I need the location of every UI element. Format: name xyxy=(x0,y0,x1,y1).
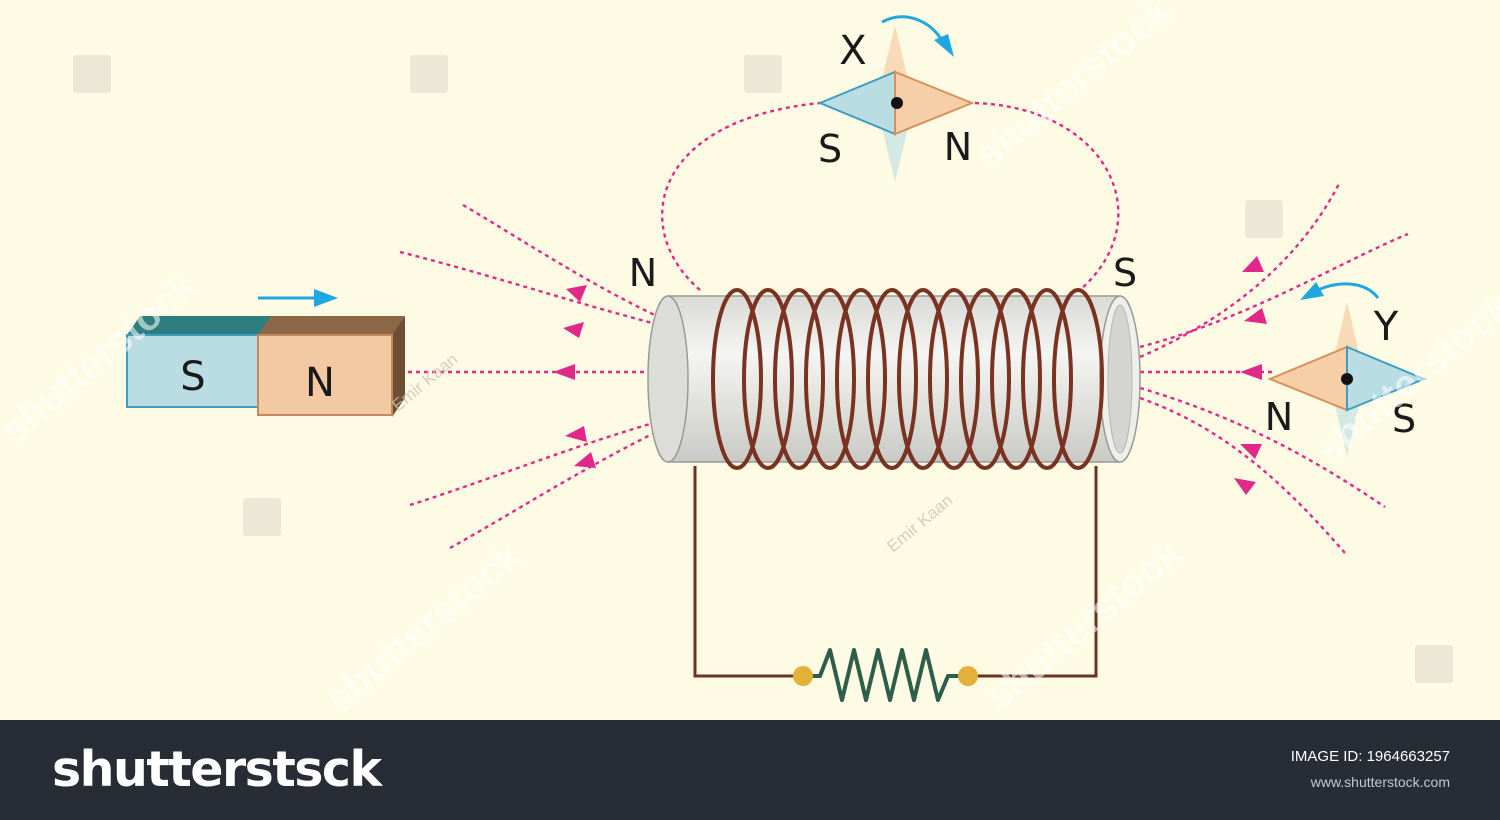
site-url[interactable]: www.shutterstock.com xyxy=(1310,774,1450,790)
field-line xyxy=(974,101,1120,291)
field-line xyxy=(462,203,761,359)
terminal-icon xyxy=(958,666,978,686)
field-line xyxy=(1139,181,1342,359)
compass-x-north-label: N xyxy=(944,125,972,169)
watermark-brand: shutterstock xyxy=(978,530,1191,718)
solenoid: N S xyxy=(629,251,1141,470)
rotation-arrow-icon xyxy=(881,15,945,43)
compass-y-north-label: N xyxy=(1265,395,1293,439)
compass-x-south-label: S xyxy=(818,127,842,171)
field-line xyxy=(1139,386,1386,508)
field-line xyxy=(1139,232,1409,349)
circuit xyxy=(693,466,1098,702)
compass-y: Y N S xyxy=(1265,282,1427,456)
watermark-tiles xyxy=(73,55,1453,683)
field-arrowheads xyxy=(553,256,1267,495)
solenoid-north-label: N xyxy=(629,251,657,295)
solenoid-diagram: S N N S xyxy=(0,0,1500,720)
field-line xyxy=(1139,396,1346,554)
compass-y-south-label: S xyxy=(1392,397,1416,441)
compass-x-tag: X xyxy=(839,28,866,74)
circuit-wire xyxy=(968,466,1098,678)
image-id: IMAGE ID: 1964663257 xyxy=(1290,748,1450,765)
magnet-south-label: S xyxy=(180,354,205,400)
compass-needle-south xyxy=(817,70,896,136)
footer-bar: shutterstsck IMAGE ID: 1964663257 www.sh… xyxy=(0,720,1500,820)
solenoid-south-label: S xyxy=(1113,251,1137,295)
magnet-north-label: N xyxy=(305,360,335,406)
terminal-icon xyxy=(793,666,813,686)
field-line xyxy=(660,101,821,291)
coil-windings xyxy=(711,288,1104,470)
bar-magnet: S N xyxy=(126,316,405,417)
motion-arrow-icon xyxy=(258,289,338,307)
circuit-wire xyxy=(693,466,803,678)
compass-x: X S N xyxy=(817,15,975,182)
resistor-icon xyxy=(803,648,968,702)
rotation-arrow-icon xyxy=(1317,282,1380,299)
watermark-brand: shutterstock xyxy=(318,533,531,720)
watermark-author: Emir Kaan xyxy=(883,490,956,556)
magnet-south-pole xyxy=(126,334,259,408)
footer-logo[interactable]: shutterstsck xyxy=(52,741,382,798)
magnet-north-pole xyxy=(257,334,393,416)
watermark-brand: shutterstock xyxy=(968,0,1181,177)
compass-y-tag: Y xyxy=(1373,304,1399,350)
